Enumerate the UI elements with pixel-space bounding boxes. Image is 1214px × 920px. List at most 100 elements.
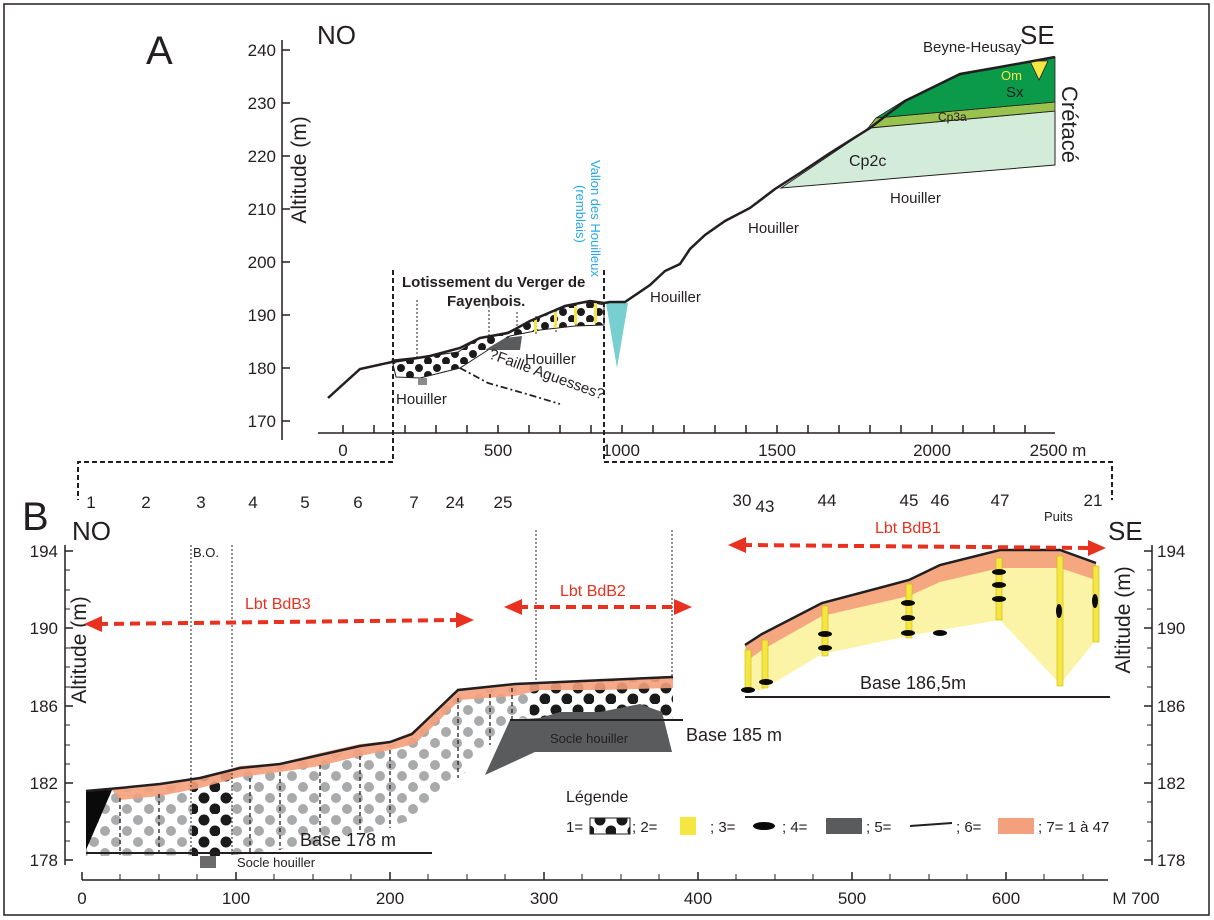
panel-b-letter: B bbox=[22, 495, 49, 539]
label-base-178: Base 178 m bbox=[300, 830, 396, 850]
panel-a-xtick: 500 bbox=[484, 441, 512, 460]
panel-a-ytick: 240 bbox=[248, 41, 276, 60]
legend-orange-swatch bbox=[998, 818, 1034, 834]
label-puits: Puits bbox=[1044, 509, 1073, 524]
legend-yellow-swatch bbox=[680, 817, 696, 835]
panel-b-xtick: 0 bbox=[77, 889, 86, 908]
panel-b-ytick-right: 186 bbox=[1157, 697, 1185, 716]
legend-item-4: ; 4= bbox=[782, 819, 808, 836]
well-number: 24 bbox=[446, 493, 465, 512]
houiller-grey-block bbox=[418, 378, 427, 385]
label-base-185: Base 185 m bbox=[686, 725, 782, 745]
well-number: 45 bbox=[900, 491, 919, 510]
panel-a-xtick: 2500 m bbox=[1030, 441, 1087, 460]
legend: Légende 1= ; 2= ; 3= ; 4= ; 5= ; 6= ; 7=… bbox=[566, 789, 1109, 836]
panel-a-ytick: 170 bbox=[248, 412, 276, 431]
legend-line-swatch bbox=[909, 822, 953, 827]
bo-black-column bbox=[192, 772, 232, 856]
well-number: 2 bbox=[141, 493, 150, 512]
label-lotissement: Lotissement du Verger de bbox=[402, 274, 585, 291]
label-fayenbois: Fayenbois. bbox=[447, 293, 525, 310]
panel-a-ytick: 200 bbox=[248, 253, 276, 272]
faille-aguesses-line bbox=[459, 367, 561, 405]
panel-a-ytick: 210 bbox=[248, 200, 276, 219]
socle-houiller-b2 bbox=[485, 704, 672, 775]
panel-b-dir-right: SE bbox=[1108, 516, 1143, 546]
label-lbt-bdb3: Lbt BdB3 bbox=[245, 596, 311, 613]
legend-title: Légende bbox=[566, 789, 628, 806]
label-sx: Sx bbox=[1006, 84, 1024, 101]
panel-b-ytick: 186 bbox=[30, 697, 58, 716]
panel-b-ytick: 190 bbox=[30, 619, 58, 638]
label-houiller: Houiller bbox=[525, 351, 576, 368]
panel-b-ytick-right: 178 bbox=[1157, 851, 1185, 870]
well-number: 43 bbox=[756, 497, 775, 516]
panel-b-xtick: 200 bbox=[376, 889, 404, 908]
label-base-186: Base 186,5m bbox=[860, 673, 966, 693]
legend-item-2: ; 2= bbox=[632, 819, 658, 836]
panel-b-xtick: 600 bbox=[992, 889, 1020, 908]
label-om: Om bbox=[1001, 68, 1022, 83]
topographic-profile bbox=[327, 55, 1056, 399]
label-bo: B.O. bbox=[193, 545, 219, 560]
legend-grey-swatch bbox=[826, 818, 862, 834]
well-number: 5 bbox=[300, 493, 309, 512]
panel-a-ytick: 190 bbox=[248, 306, 276, 325]
legend-lens-swatch bbox=[753, 822, 775, 830]
socle-houiller-b3 bbox=[200, 856, 216, 868]
legend-dots-swatch bbox=[589, 817, 631, 835]
panel-b-xtick: 500 bbox=[838, 889, 866, 908]
label-socle-houiller: Socle houiller bbox=[550, 731, 629, 746]
panel-b-ytick: 194 bbox=[30, 542, 58, 561]
panel-a-ytick: 180 bbox=[248, 359, 276, 378]
arrow-bdb3 bbox=[97, 618, 461, 626]
vallon-fill bbox=[606, 303, 628, 368]
panel-a-xtick: 1000 bbox=[602, 441, 640, 460]
label-houiller: Houiller bbox=[396, 391, 447, 408]
legend-item-5: ; 5= bbox=[866, 819, 892, 836]
panel-b-ytick-right: 194 bbox=[1157, 542, 1185, 561]
well-number: 47 bbox=[991, 491, 1010, 510]
figure-frame bbox=[3, 3, 1210, 916]
panel-a-xtick: 2000 bbox=[913, 441, 951, 460]
legend-item-7: ; 7= 1 à 47 bbox=[1038, 819, 1109, 836]
well-number: 25 bbox=[494, 493, 513, 512]
well-number: 4 bbox=[248, 493, 257, 512]
label-cretace: Crétacé bbox=[1057, 86, 1082, 163]
panel-a: A NO SE Altitude (m) 240 230 220 210 200… bbox=[77, 20, 1113, 500]
well-number: 6 bbox=[353, 493, 362, 512]
label-cp3a: Cp3a bbox=[938, 110, 967, 124]
panel-b-ytick-right: 182 bbox=[1157, 774, 1185, 793]
panel-a-y-title: Altitude (m) bbox=[288, 116, 311, 223]
panel-b: B NO SE Altitude (m) Altitude (m) 194 19… bbox=[22, 491, 1185, 908]
well-number: 30 bbox=[733, 491, 752, 510]
orange-top-layer bbox=[112, 678, 673, 800]
label-lbt-bdb2: Lbt BdB2 bbox=[560, 583, 626, 600]
panel-a-letter: A bbox=[146, 29, 173, 73]
label-vallon: Vallon des Houilleux bbox=[588, 160, 603, 277]
panel-b-xtick: M 700 bbox=[1112, 889, 1159, 908]
panel-b-ytick-right: 190 bbox=[1157, 619, 1185, 638]
label-houiller: Houiller bbox=[890, 190, 941, 207]
panel-b-topography-left bbox=[85, 675, 674, 793]
panel-a-dir-right: SE bbox=[1020, 20, 1055, 50]
well-number: 44 bbox=[818, 491, 837, 510]
legend-item-1: 1= bbox=[566, 819, 583, 836]
label-lbt-bdb1: Lbt BdB1 bbox=[875, 520, 941, 537]
label-houiller: Houiller bbox=[650, 289, 701, 306]
zoom-box-right bbox=[603, 270, 1113, 500]
label-socle-houiller: Socle houiller bbox=[237, 855, 316, 870]
label-remblais: (remblais) bbox=[573, 185, 588, 243]
panel-b-topography-right bbox=[744, 548, 1097, 647]
black-wedge bbox=[86, 790, 112, 850]
well-number: 46 bbox=[931, 491, 950, 510]
panel-a-xtick: 1500 bbox=[758, 441, 796, 460]
houiller-grey-patch bbox=[485, 336, 522, 350]
panel-b-xtick: 300 bbox=[530, 889, 558, 908]
label-beyne-heusay: Beyne-Heusay bbox=[923, 39, 1022, 56]
panel-b-xtick: 100 bbox=[222, 889, 250, 908]
label-cp2c: Cp2c bbox=[849, 153, 886, 170]
panel-b-xtick: 400 bbox=[684, 889, 712, 908]
panel-b-dir-left: NO bbox=[72, 516, 111, 546]
well-number: 7 bbox=[409, 493, 418, 512]
